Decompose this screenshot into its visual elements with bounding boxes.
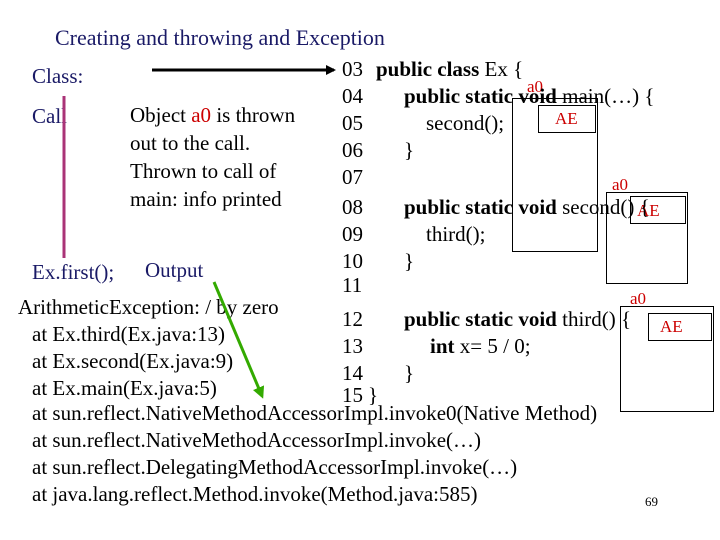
note-line-1: Object a0 is thrown	[130, 103, 295, 127]
output-line: at sun.reflect.NativeMethodAccessorImpl.…	[32, 401, 598, 425]
output-line: at java.lang.reflect.Method.invoke(Metho…	[32, 482, 478, 506]
second-frame-object: a0	[612, 175, 629, 194]
code-keyword: public static void	[404, 307, 557, 331]
third-frame-type: AE	[660, 317, 683, 336]
line-number: 05	[342, 111, 363, 135]
note-prefix: Object	[130, 103, 192, 127]
output-line: at Ex.main(Ex.java:5)	[32, 376, 217, 400]
page-number: 69	[645, 494, 658, 509]
line-number: 09	[342, 222, 363, 246]
line-number: 07	[342, 165, 363, 189]
main-frame-object: a0	[527, 77, 544, 96]
line-number: 08	[342, 195, 363, 219]
note-line-4: main: info printed	[130, 187, 282, 211]
code-keyword: public class	[376, 57, 480, 81]
first-call-label: Ex.first();	[32, 260, 115, 284]
note-line-3: Thrown to call of	[130, 159, 277, 183]
line-number: 14	[342, 361, 363, 385]
code-line: public static void second() {	[404, 195, 650, 219]
code-keyword: int	[430, 334, 455, 358]
code-keyword: public static void	[404, 84, 557, 108]
code-text: x= 5 / 0;	[454, 334, 531, 358]
code-line: third();	[426, 222, 486, 246]
code-text: main(…) {	[556, 84, 655, 108]
note-line-1-rest: is thrown	[211, 103, 296, 127]
third-frame-object: a0	[630, 289, 647, 308]
code-keyword: public static void	[404, 195, 557, 219]
class-label: Class:	[32, 64, 84, 88]
code-text: third() {	[556, 307, 632, 331]
code-line: second();	[426, 111, 505, 135]
code-line: public static void main(…) {	[404, 84, 654, 108]
code-line: int x= 5 / 0;	[430, 334, 531, 358]
output-line: ArithmeticException: / by zero	[18, 295, 279, 319]
code-text: second() {	[556, 195, 650, 219]
code-line: }	[368, 383, 379, 407]
second-frame-type: AE	[637, 201, 660, 220]
output-line: at sun.reflect.NativeMethodAccessorImpl.…	[32, 428, 482, 452]
line-number: 15	[342, 383, 363, 407]
line-number: 10	[342, 249, 363, 273]
output-line: at Ex.third(Ex.java:13)	[32, 322, 226, 346]
code-line: }	[404, 361, 415, 385]
output-line: at Ex.second(Ex.java:9)	[32, 349, 234, 373]
output-label: Output	[145, 258, 204, 282]
code-line: }	[404, 249, 415, 273]
code-line: public class Ex {	[376, 57, 523, 81]
code-line: }	[404, 138, 415, 162]
line-number: 11	[342, 273, 363, 297]
line-number: 06	[342, 138, 363, 162]
main-frame-ae-box	[538, 105, 596, 133]
line-number: 12	[342, 307, 363, 331]
code-text: Ex {	[479, 57, 524, 81]
note-object: a0	[191, 103, 212, 127]
second-frame-ae-box	[630, 196, 686, 224]
third-frame-ae-box	[648, 313, 712, 341]
exception-arrow	[212, 281, 265, 399]
line-number: 13	[342, 334, 363, 358]
line-number: 04	[342, 84, 363, 108]
slide-title: Creating and throwing and Exception	[55, 25, 385, 50]
note-line-2: out to the call.	[130, 131, 251, 155]
main-frame-type: AE	[555, 109, 578, 128]
code-line: public static void third() {	[404, 307, 631, 331]
line-number: 03	[342, 57, 363, 81]
call-label: Call	[32, 104, 67, 128]
output-line: at sun.reflect.DelegatingMethodAccessorI…	[32, 455, 518, 479]
